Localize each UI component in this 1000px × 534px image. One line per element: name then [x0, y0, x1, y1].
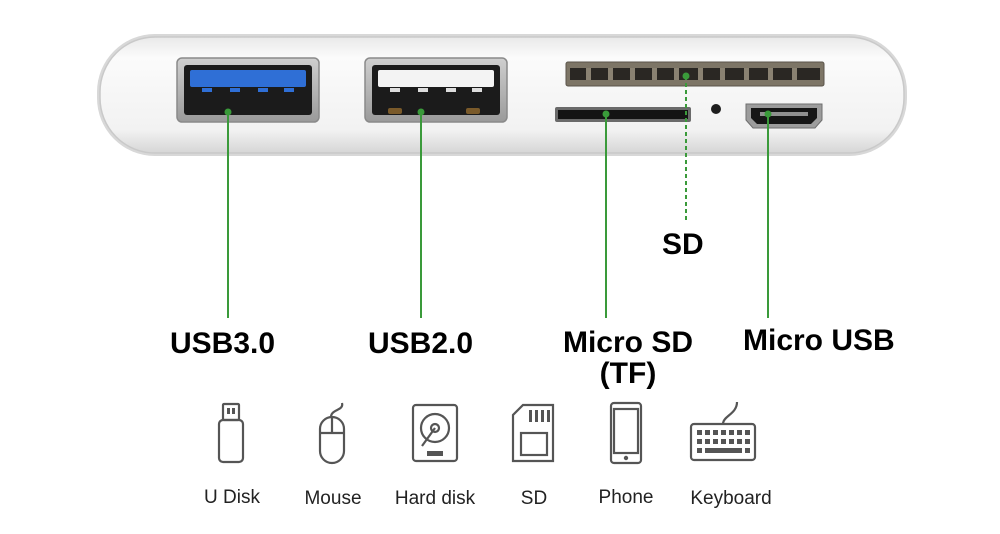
sd-card-icon	[511, 403, 555, 463]
usb3-blue-tongue	[190, 70, 306, 87]
hard-disk-icon	[411, 403, 459, 463]
usb3-label: USB3.0	[170, 327, 276, 360]
micro-sd-label-line2: (TF)	[599, 357, 657, 390]
sd-label: SD	[662, 228, 704, 261]
usb2-port	[364, 57, 508, 123]
micro-sd-label-line1: Micro SD	[562, 326, 694, 359]
indicator-led	[711, 104, 721, 114]
micro-sd-slot	[555, 107, 691, 122]
phone-icon	[609, 401, 643, 465]
micro-sd-label: Micro SD (TF)	[556, 327, 700, 389]
sd-slot	[565, 61, 825, 87]
mouse-icon	[318, 402, 346, 465]
usb3-port	[176, 57, 320, 123]
callout-lines	[224, 72, 772, 318]
device-label-u-disk: U Disk	[204, 487, 260, 508]
device-label-phone: Phone	[598, 487, 654, 508]
usb2-label: USB2.0	[368, 327, 474, 360]
usb2-white-tongue	[378, 70, 494, 87]
micro-usb-label: Micro USB	[743, 324, 895, 357]
micro-usb-port	[745, 103, 823, 129]
usb-drive-icon	[217, 402, 245, 464]
device-label-sd: SD	[520, 488, 548, 509]
device-label-mouse: Mouse	[304, 488, 362, 509]
device-label-keyboard: Keyboard	[690, 488, 772, 509]
device-label-hard-disk: Hard disk	[394, 488, 476, 509]
keyboard-icon	[689, 401, 757, 462]
